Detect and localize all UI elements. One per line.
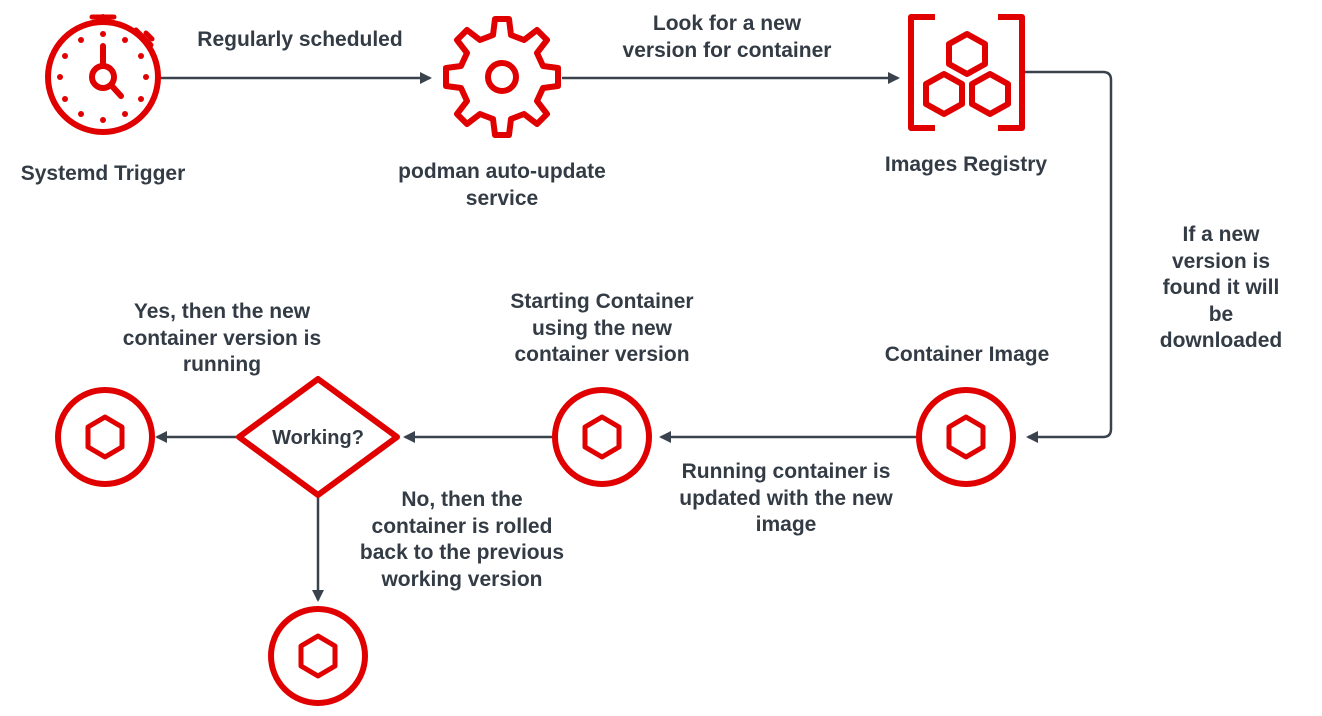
starting-container-node-icon: [552, 387, 652, 487]
stopwatch-icon: [45, 14, 161, 135]
edge-label-yes-new-version-running: Yes, then the new container version is r…: [122, 300, 322, 376]
images-registry-label: Images Registry: [884, 153, 1048, 176]
rolled-back-container-node-icon: [268, 606, 368, 706]
edge-label-new-version-downloaded: If a new version is found it will be dow…: [1159, 223, 1283, 352]
running-container-node-icon: [55, 387, 155, 487]
edge-label-regularly-scheduled: Regularly scheduled: [197, 28, 403, 51]
gear-icon: [443, 16, 561, 138]
edge-label-no-rolled-back: No, then the container is rolled back to…: [359, 488, 565, 591]
registry-hexagons-icon: [908, 14, 1025, 131]
edge-registry-to-image: [1025, 70, 1113, 443]
container-image-node-icon: [916, 387, 1016, 487]
edge-label-running-container-updated: Running container is updated with the ne…: [679, 460, 893, 536]
decision-diamond: Working?: [236, 376, 400, 498]
edge-label-look-for-new-version: Look for a new version for container: [622, 12, 832, 62]
decision-label: Working?: [272, 427, 364, 449]
starting-container-label: Starting Container using the new contain…: [510, 290, 694, 366]
container-image-label: Container Image: [884, 343, 1050, 366]
autoupdate-service-label: podman auto-update service: [398, 160, 606, 210]
systemd-trigger-label: Systemd Trigger: [20, 162, 186, 185]
connectors: [155, 70, 1113, 602]
